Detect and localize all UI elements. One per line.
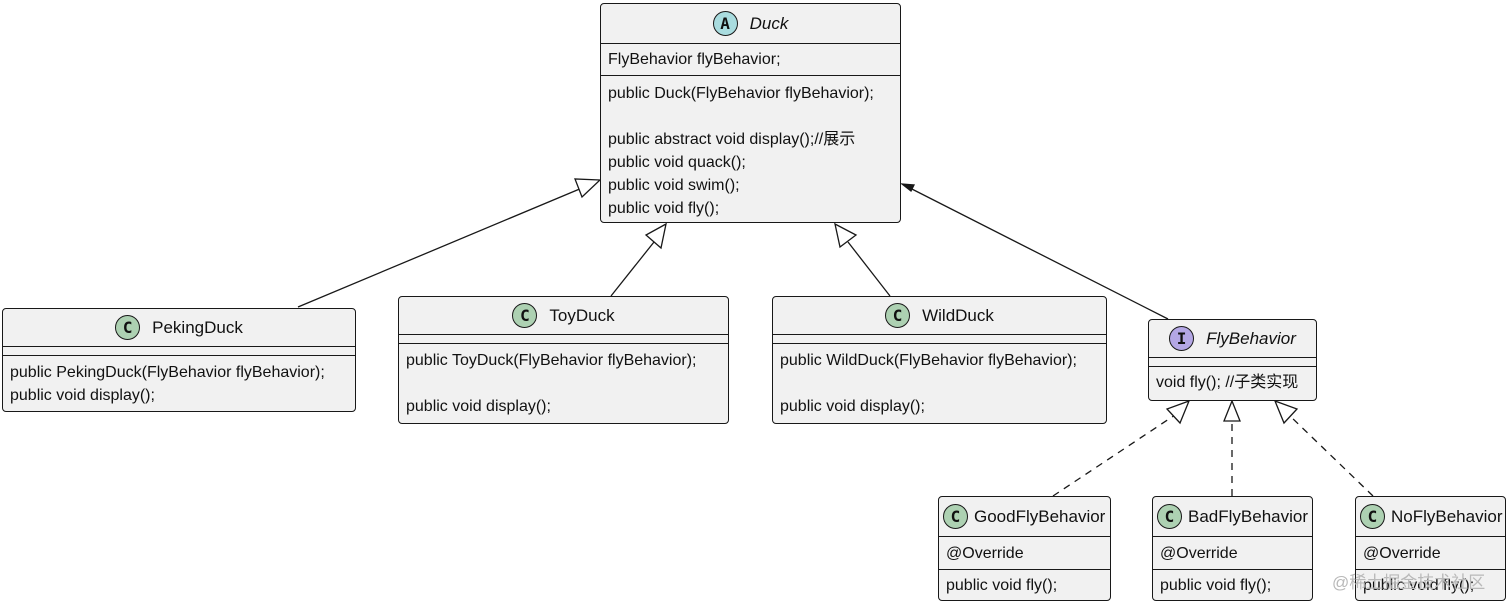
method: void fly(); //子类实现 <box>1156 374 1299 391</box>
class-header: C WildDuck <box>773 297 1106 334</box>
fields-section <box>1149 357 1316 366</box>
fields-section: @Override <box>939 536 1110 569</box>
class-badge-icon: C <box>885 303 911 328</box>
method: public void fly(); <box>608 200 720 217</box>
class-header: A Duck <box>601 4 900 43</box>
class-badge-icon: C <box>943 504 968 529</box>
fields-section: FlyBehavior flyBehavior; <box>601 43 900 75</box>
method: public PekingDuck(FlyBehavior flyBehavio… <box>10 364 325 381</box>
methods-section: public PekingDuck(FlyBehavior flyBehavio… <box>3 355 355 411</box>
class-name: ToyDuck <box>549 305 615 325</box>
class-badge-icon: C <box>512 303 538 328</box>
class-name: Duck <box>749 13 789 33</box>
class-name: WildDuck <box>922 305 994 325</box>
field: @Override <box>1363 545 1441 562</box>
methods-section: void fly(); //子类实现 <box>1149 366 1316 398</box>
method: public void fly(); <box>1160 577 1272 594</box>
fields-section <box>3 346 355 355</box>
edge-wildduck-duck <box>847 241 891 297</box>
class-noflybehavior: C NoFlyBehavior @Override public void fl… <box>1355 496 1506 601</box>
class-toyduck: C ToyDuck public ToyDuck(FlyBehavior fly… <box>398 296 729 424</box>
class-name: PekingDuck <box>152 317 243 337</box>
methods-section: public void fly(); <box>1153 569 1312 601</box>
method: public void display(); <box>406 398 551 415</box>
field: @Override <box>1160 545 1238 562</box>
realization-arrowhead-icon <box>1165 399 1191 425</box>
method: public abstract void display();//展示 <box>608 131 856 148</box>
class-pekingduck: C PekingDuck public PekingDuck(FlyBehavi… <box>2 308 356 412</box>
fields-section: @Override <box>1153 536 1312 569</box>
edge-pekingduck-duck <box>297 187 583 308</box>
method-spacer <box>780 372 1099 395</box>
watermark-text: @稀土掘金技术社区 <box>1332 573 1486 592</box>
edge-toyduck-duck <box>610 241 655 297</box>
method: public ToyDuck(FlyBehavior flyBehavior); <box>406 352 697 369</box>
inheritance-arrowhead-icon <box>834 222 858 249</box>
class-wildduck: C WildDuck public WildDuck(FlyBehavior f… <box>772 296 1107 424</box>
class-duck: A Duck FlyBehavior flyBehavior; public D… <box>600 3 901 223</box>
methods-section: public ToyDuck(FlyBehavior flyBehavior);… <box>399 343 728 422</box>
class-header: I FlyBehavior <box>1149 320 1316 357</box>
method: public void display(); <box>10 387 155 404</box>
method: public void fly(); <box>1363 577 1475 594</box>
class-header: C BadFlyBehavior <box>1153 497 1312 536</box>
method: public void quack(); <box>608 154 746 171</box>
class-badflybehavior: C BadFlyBehavior @Override public void f… <box>1152 496 1313 601</box>
class-badge-icon: C <box>1157 504 1182 529</box>
fields-section: @Override <box>1356 536 1505 569</box>
class-goodflybehavior: C GoodFlyBehavior @Override public void … <box>938 496 1111 601</box>
realization-arrowhead-icon <box>1273 399 1299 425</box>
methods-section: public WildDuck(FlyBehavior flyBehavior)… <box>773 343 1106 422</box>
class-badge-icon: C <box>1360 504 1385 529</box>
association-arrowhead-icon <box>899 183 916 192</box>
inheritance-arrowhead-icon <box>574 178 602 199</box>
class-badge-icon: C <box>115 315 141 340</box>
method: public WildDuck(FlyBehavior flyBehavior)… <box>780 352 1077 369</box>
method: public void swim(); <box>608 177 740 194</box>
edge-nofly-flybehavior <box>1288 414 1374 497</box>
realization-arrowhead-icon <box>1223 399 1241 422</box>
class-name: GoodFlyBehavior <box>974 506 1106 526</box>
method: public void fly(); <box>946 577 1058 594</box>
method-spacer <box>406 372 721 395</box>
inheritance-arrowhead-icon <box>644 222 667 250</box>
abstract-class-badge-icon: A <box>712 11 738 36</box>
methods-section: public void fly(); <box>1356 569 1505 601</box>
field: FlyBehavior flyBehavior; <box>608 51 781 68</box>
interface-flybehavior: I FlyBehavior void fly(); //子类实现 <box>1148 319 1317 401</box>
class-name: BadFlyBehavior <box>1188 506 1309 526</box>
methods-section: public Duck(FlyBehavior flyBehavior); pu… <box>601 75 900 224</box>
method: public void display(); <box>780 398 925 415</box>
class-header: C GoodFlyBehavior <box>939 497 1110 536</box>
class-header: C ToyDuck <box>399 297 728 334</box>
method: public Duck(FlyBehavior flyBehavior); <box>608 85 874 102</box>
methods-section: public void fly(); <box>939 569 1110 601</box>
class-name: NoFlyBehavior <box>1391 506 1503 526</box>
edge-goodfly-flybehavior <box>1052 414 1176 497</box>
method-spacer <box>608 105 893 128</box>
class-header: C PekingDuck <box>3 309 355 346</box>
fields-section <box>773 334 1106 343</box>
class-header: C NoFlyBehavior <box>1356 497 1505 536</box>
fields-section <box>399 334 728 343</box>
field: @Override <box>946 545 1024 562</box>
class-name: FlyBehavior <box>1206 328 1296 348</box>
interface-badge-icon: I <box>1169 326 1195 351</box>
